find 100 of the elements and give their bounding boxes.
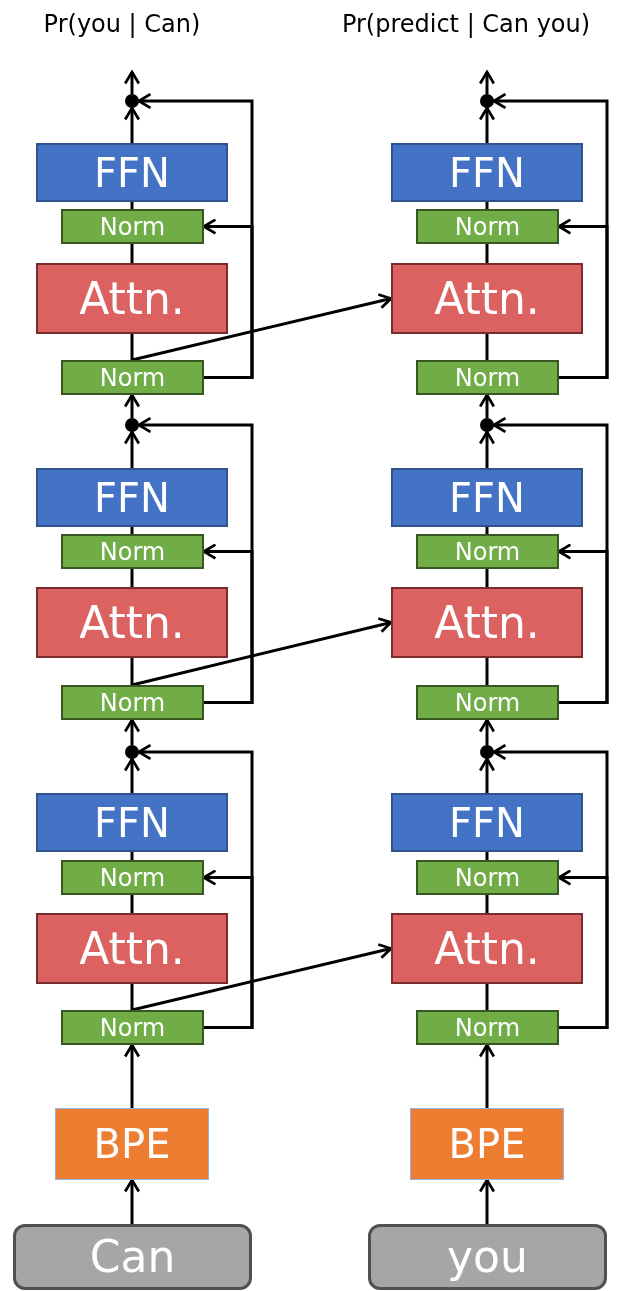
connector-line xyxy=(485,334,489,360)
ffn-block xyxy=(36,468,228,527)
block-label: Norm xyxy=(99,365,166,390)
norm-block xyxy=(416,685,559,720)
arrow xyxy=(123,70,141,94)
block-label: Norm xyxy=(454,365,521,390)
bpe-block xyxy=(55,1108,209,1180)
norm-block xyxy=(61,1010,204,1045)
probability-label: Pr(predict | Can you) xyxy=(341,9,591,36)
junction-dot xyxy=(125,418,139,432)
block-label: Norm xyxy=(99,865,166,890)
block-label: you xyxy=(447,1235,528,1279)
block-label: Norm xyxy=(99,690,166,715)
block-label: Attn. xyxy=(434,276,540,321)
junction-dot xyxy=(480,418,494,432)
arrow xyxy=(137,92,254,379)
block-label: Norm xyxy=(99,539,166,564)
block-label: Attn. xyxy=(79,600,185,645)
connector-line xyxy=(130,202,134,209)
arrow xyxy=(478,70,496,94)
arrow xyxy=(478,1043,496,1108)
connector-line xyxy=(485,658,489,685)
norm-block xyxy=(61,685,204,720)
block-label: Attn. xyxy=(434,600,540,645)
block-label: FFN xyxy=(94,802,170,843)
attention-block xyxy=(36,263,228,334)
arrow xyxy=(123,430,141,468)
arrow xyxy=(478,718,496,745)
arrow xyxy=(478,430,496,468)
block-label: Norm xyxy=(454,214,521,239)
connector-line xyxy=(130,334,134,360)
norm-block xyxy=(416,360,559,395)
ffn-block xyxy=(391,143,583,202)
connector-line xyxy=(485,569,489,587)
arrow xyxy=(123,106,141,143)
norm-block xyxy=(61,360,204,395)
block-label: Norm xyxy=(454,865,521,890)
bpe-block xyxy=(410,1108,564,1180)
block-label: Norm xyxy=(454,690,521,715)
arrow xyxy=(492,743,609,1029)
block-label: Attn. xyxy=(79,276,185,321)
norm-block xyxy=(416,209,559,244)
junction-dot xyxy=(125,94,139,108)
norm-block xyxy=(61,209,204,244)
block-label: FFN xyxy=(94,152,170,193)
connector-line xyxy=(130,244,134,263)
arrow xyxy=(137,743,254,1029)
connector-line xyxy=(130,852,134,860)
connector-line xyxy=(485,527,489,534)
connector-line xyxy=(485,895,489,913)
block-label: FFN xyxy=(449,477,525,518)
ffn-block xyxy=(36,143,228,202)
block-label: Can xyxy=(89,1235,176,1279)
junction-dot xyxy=(480,745,494,759)
arrow xyxy=(123,1043,141,1108)
connector-line xyxy=(130,984,134,1010)
norm-block xyxy=(61,860,204,895)
block-label: Norm xyxy=(454,1015,521,1040)
arrow xyxy=(478,1178,496,1224)
arrow xyxy=(478,393,496,418)
arrow xyxy=(123,393,141,418)
attention-block xyxy=(391,263,583,334)
block-label: BPE xyxy=(448,1124,526,1164)
connector-line xyxy=(485,202,489,209)
norm-block xyxy=(416,860,559,895)
arrow xyxy=(131,293,393,362)
block-label: Attn. xyxy=(79,926,185,971)
connector-line xyxy=(130,895,134,913)
arrow xyxy=(492,92,609,379)
arrow xyxy=(478,757,496,793)
probability-label: Pr(you | Can) xyxy=(43,9,201,36)
ffn-block xyxy=(391,793,583,852)
input-token-box xyxy=(368,1224,607,1290)
junction-dot xyxy=(480,94,494,108)
junction-dot xyxy=(125,745,139,759)
connector-line xyxy=(485,244,489,263)
connector-line xyxy=(485,984,489,1010)
norm-block xyxy=(416,534,559,569)
arrow xyxy=(131,943,393,1012)
block-label: Norm xyxy=(99,214,166,239)
norm-block xyxy=(61,534,204,569)
input-token-box xyxy=(13,1224,252,1290)
arrow xyxy=(492,416,609,704)
connector-line xyxy=(485,852,489,860)
attention-block xyxy=(391,587,583,658)
arrow xyxy=(478,106,496,143)
connector-line xyxy=(130,658,134,685)
norm-block xyxy=(416,1010,559,1045)
block-label: FFN xyxy=(449,802,525,843)
block-label: Norm xyxy=(454,539,521,564)
ffn-block xyxy=(36,793,228,852)
block-label: BPE xyxy=(93,1124,171,1164)
arrow xyxy=(123,1178,141,1224)
attention-block xyxy=(391,913,583,984)
attention-block xyxy=(36,587,228,658)
arrow xyxy=(137,416,254,704)
block-label: FFN xyxy=(94,477,170,518)
connector-line xyxy=(130,569,134,587)
attention-block xyxy=(36,913,228,984)
connector-line xyxy=(130,527,134,534)
